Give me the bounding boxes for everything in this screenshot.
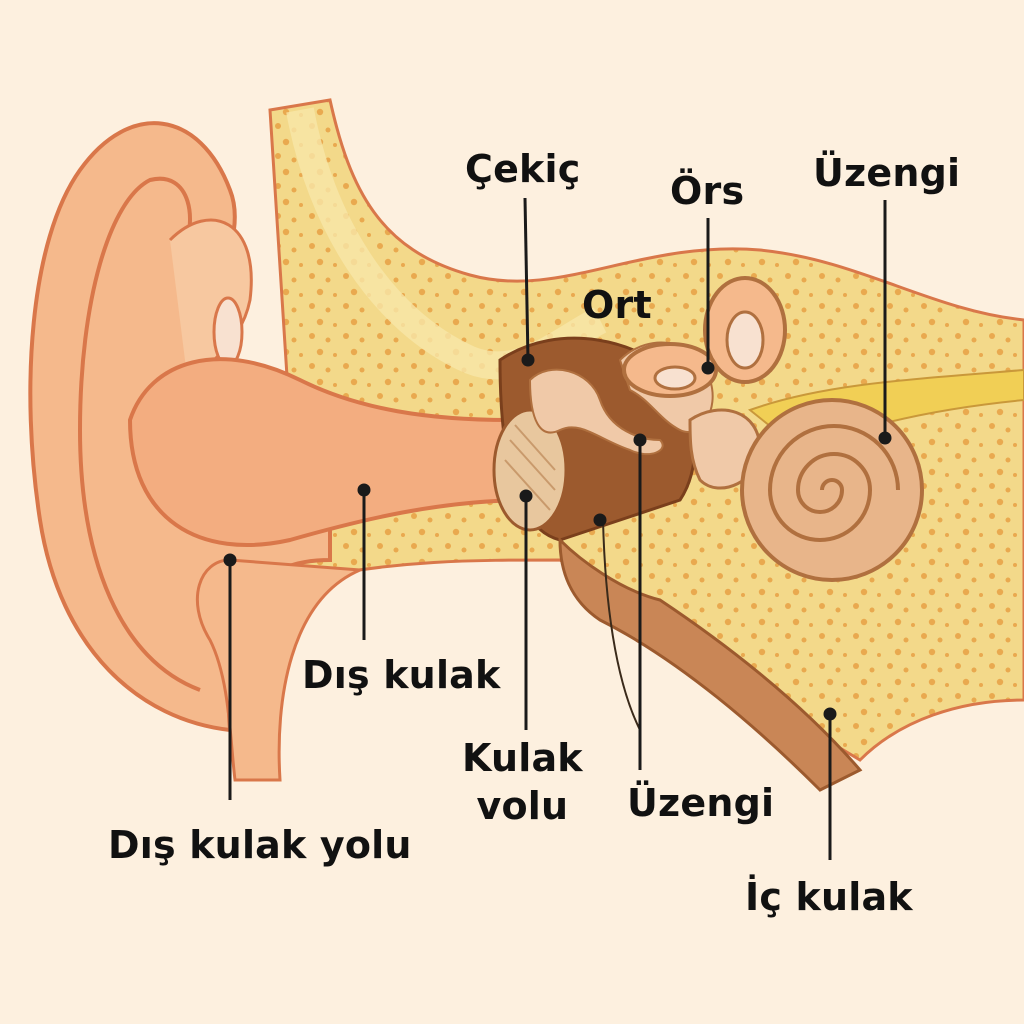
label-ors: Örs xyxy=(670,169,745,213)
label-uzengi-bottom: Üzengi xyxy=(627,781,775,825)
label-uzengi-top: Üzengi xyxy=(813,151,961,195)
tragus xyxy=(212,296,244,368)
eardrum xyxy=(492,408,568,532)
pinna-fold xyxy=(77,176,201,692)
eustachian-tube xyxy=(558,536,863,792)
label-kulak-volu: Kulak volu xyxy=(462,736,583,828)
chorda-strand xyxy=(602,519,641,731)
eardrum-texture xyxy=(504,424,556,511)
label-dis-kulak: Dış kulak xyxy=(302,653,501,697)
label-cekic: Çekiç xyxy=(465,147,581,191)
neck-skin xyxy=(195,558,361,782)
label-dis-kulak-yolu: Dış kulak yolu xyxy=(108,823,412,867)
leader-cekic xyxy=(523,197,530,361)
label-ic-kulak: İç kulak xyxy=(745,875,913,919)
label-ort: Ort xyxy=(582,283,652,327)
malleus xyxy=(528,368,664,456)
cochlea xyxy=(740,398,924,582)
leader-lines xyxy=(223,197,892,860)
